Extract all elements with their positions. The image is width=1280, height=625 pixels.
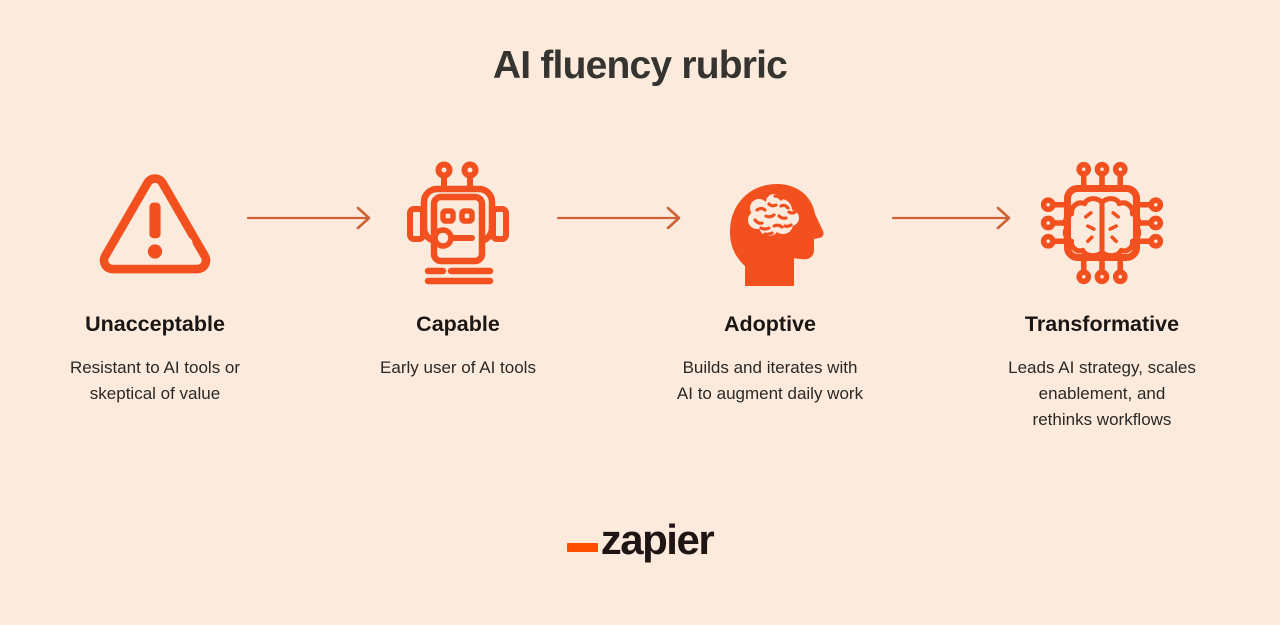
arrow-icon [892, 206, 1011, 230]
arrow-icon [247, 206, 371, 230]
brain-detail-lines [1083, 211, 1121, 244]
zapier-logo-underscore [566, 543, 598, 552]
stage-label: Adoptive [724, 312, 816, 336]
stage-description: Resistant to AI tools or skeptical of va… [69, 358, 241, 403]
zapier-logo: zapier [0, 515, 1280, 563]
stage-label: Capable [416, 312, 500, 336]
stage-icon-box [1033, 150, 1171, 296]
zapier-logo-text: zapier [600, 515, 715, 563]
brain-squiggles [753, 194, 797, 236]
page-title: AI fluency rubric [492, 44, 788, 87]
stage-icon-box [402, 150, 514, 296]
arrow-icon [557, 206, 681, 230]
head-brain-icon [730, 184, 824, 286]
stage-unacceptable: Unacceptable Resistant to AI tools or sk… [23, 150, 287, 407]
stage-description: Leads AI strategy, scales enablement, an… [1008, 358, 1196, 429]
chip-pins [1040, 161, 1164, 285]
stage-capable: Capable Early user of AI tools [326, 150, 590, 381]
stage-description: Builds and iterates with AI to augment d… [676, 358, 864, 403]
robot-icon [407, 161, 509, 285]
stage-transformative: Transformative Leads AI strategy, scales… [970, 150, 1234, 433]
warning-triangle-icon [99, 174, 211, 274]
stage-icon-box [711, 150, 829, 296]
stage-description: Early user of AI tools [380, 358, 536, 377]
chip-brain-icon [1040, 161, 1164, 285]
stage-label: Unacceptable [85, 312, 225, 336]
stage-icon-box [94, 150, 216, 296]
stage-adoptive: Adoptive Builds and iterates with AI to … [638, 150, 902, 407]
stage-label: Transformative [1024, 312, 1180, 336]
